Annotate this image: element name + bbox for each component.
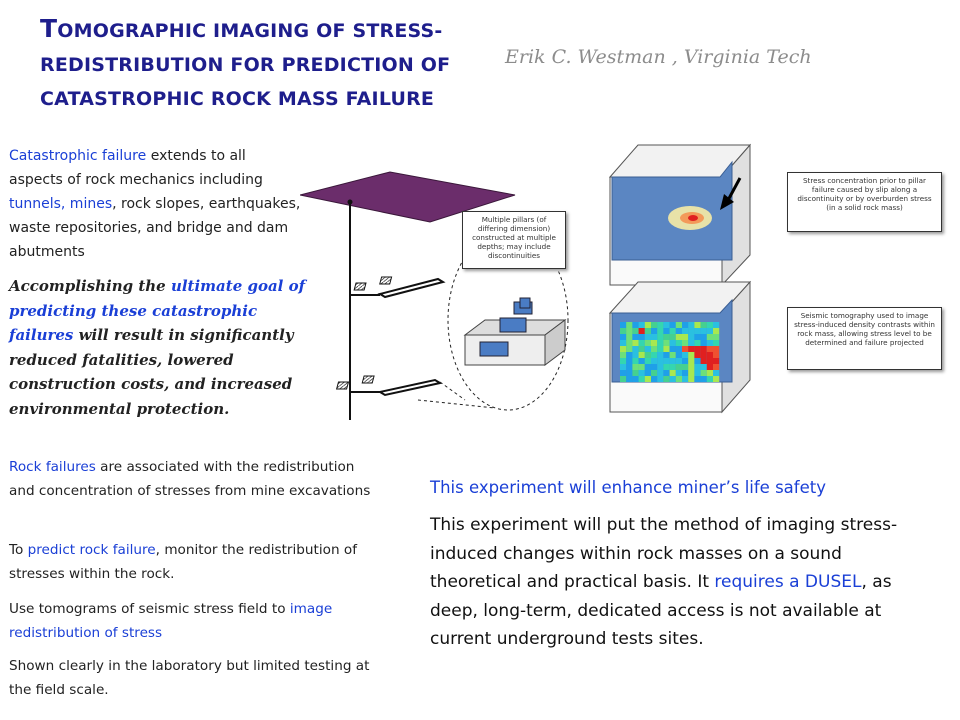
- shaft-head: [347, 199, 353, 205]
- title-line-3: catastrophic rock mass failure: [40, 88, 435, 110]
- page-title: Tomographic imaging of stress- redistrib…: [40, 12, 480, 116]
- note-multiple-pillars: Multiple pillars (of differing dimension…: [462, 211, 566, 269]
- author-credit: Erik C. Westman , Virginia Tech: [505, 46, 812, 68]
- enhance-statement: This experiment will enhance miner’s lif…: [430, 478, 826, 497]
- mine-level-upper: [350, 276, 446, 299]
- paragraph-ultimate-goal: Accomplishing the ultimate goal of predi…: [9, 277, 306, 418]
- experiment-description: This experiment will put the method of i…: [430, 515, 898, 649]
- note-seismic-tomography: Seismic tomography used to image stress-…: [787, 307, 942, 370]
- tomography-diagram: [300, 143, 752, 420]
- note-stress-concentration: Stress concentration prior to pillar fai…: [787, 172, 942, 232]
- pillar-block: [463, 297, 567, 366]
- ground-surface: [300, 171, 516, 223]
- tomogram-image: [620, 322, 720, 382]
- paragraph-predict: To predict rock failure, monitor the red…: [9, 542, 357, 582]
- title-line-2: redistribution for prediction of: [40, 54, 451, 76]
- mine-level-lower: [335, 375, 443, 397]
- paragraph-laboratory: Shown clearly in the laboratory but limi…: [9, 658, 370, 698]
- paragraph-rock-failures: Rock failures are associated with the re…: [9, 459, 371, 499]
- stress-cube: [608, 143, 752, 287]
- title-line-1: Tomographic imaging of stress-: [40, 14, 443, 43]
- paragraph-tomograms: Use tomograms of seismic stress field to…: [9, 601, 333, 641]
- paragraph-catastrophic-failure: Catastrophic failure extends to all aspe…: [9, 148, 301, 260]
- tomogram-cube: [608, 280, 752, 414]
